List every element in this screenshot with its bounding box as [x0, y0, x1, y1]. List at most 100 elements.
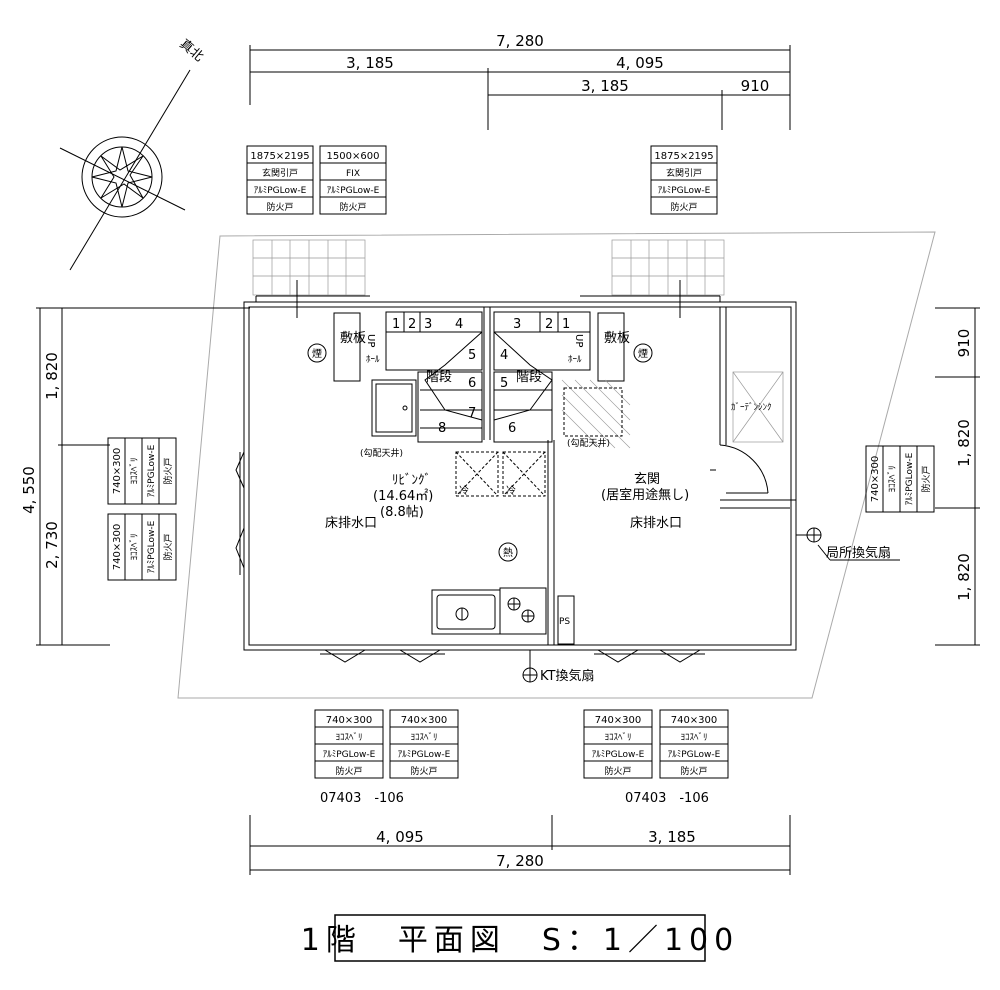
stair-number: 8: [438, 421, 446, 436]
heat-label: 熱: [503, 546, 513, 559]
tag-line: ｱﾙﾐPGLow-E: [398, 750, 451, 760]
stair-number: 5: [500, 376, 508, 391]
left-dimension-lines: [36, 307, 250, 646]
window-tag-top-left-2: 1500×600 FIX ｱﾙﾐPGLow-E 防火戸: [319, 145, 387, 215]
tag-line: 防火戸: [339, 201, 366, 213]
tag-line: 防火戸: [162, 533, 174, 560]
dim-bottom-total: 7, 280: [496, 852, 544, 870]
fan-icon: [796, 527, 900, 561]
tag-line: 740×300: [326, 715, 373, 726]
terrace-left: [252, 239, 366, 296]
terrace-right: [611, 239, 725, 296]
tag-line: ﾖｺｽﾍﾞﾘ: [129, 533, 140, 560]
dim-top-right-sub: 3, 185: [581, 77, 629, 95]
floor-drain-right: 床排水口: [630, 516, 682, 531]
stair-number: 4: [455, 317, 463, 332]
living-area: (14.64㎡): [373, 489, 433, 504]
stair-number: 1: [392, 317, 400, 332]
tag-line: 防火戸: [680, 765, 707, 777]
tag-line: 防火戸: [920, 465, 932, 492]
dim-right-top: 910: [955, 329, 973, 358]
tag-line: ﾖｺｽﾍﾞﾘ: [604, 732, 631, 743]
tag-line: ﾖｺｽﾍﾞﾘ: [335, 732, 362, 743]
dim-bottom-left: 4, 095: [376, 828, 424, 846]
stair-number: 6: [468, 376, 476, 391]
site-boundary: [177, 231, 936, 699]
window-tag-left-upper: 740×300 ﾖｺｽﾍﾞﾘ ｱﾙﾐPGLow-E 防火戸: [107, 437, 177, 505]
kt-fan-label: KT換気扇: [540, 668, 594, 684]
tag-line: 防火戸: [670, 201, 697, 213]
local-fan-label: 局所換気扇: [826, 545, 891, 561]
window-tag-bottom-2: 740×300 ﾖｺｽﾍﾞﾘ ｱﾙﾐPGLow-E 防火戸: [389, 709, 459, 779]
stair-number: 5: [468, 348, 476, 363]
stair-number: 6: [508, 421, 516, 436]
tag-line: ｱﾙﾐPGLow-E: [147, 520, 157, 573]
fridge-label: 冷: [506, 484, 516, 497]
tag-line: 740×300: [112, 524, 123, 571]
board-right: [597, 312, 625, 382]
up-label-left: UP: [365, 334, 376, 347]
tag-line: 1875×2195: [250, 151, 309, 162]
pipe-space: [557, 595, 575, 645]
stair-number: 3: [513, 317, 521, 332]
tag-line: 740×300: [595, 715, 642, 726]
smoke-detector-icon: 煙: [633, 343, 653, 363]
fridge-icon: [455, 451, 499, 497]
up-label-right: UP: [573, 334, 584, 347]
dim-top-right-end: 910: [741, 77, 770, 95]
tag-line: ｱﾙﾐPGLow-E: [254, 186, 307, 196]
smoke-label: 煙: [312, 348, 322, 360]
fridge-label: 冷: [459, 484, 469, 497]
tag-line: ﾖｺｽﾍﾞﾘ: [680, 732, 707, 743]
stair-numbers-right: 3 2 1 4 5 6: [500, 317, 570, 436]
hall-label-right: ﾎｰﾙ: [568, 354, 582, 365]
garden-sink-label: ｶﾞｰﾃﾞﾝｼﾝｸ: [731, 402, 772, 413]
stair-number: 4: [500, 348, 508, 363]
tag-line: FIX: [346, 169, 360, 179]
fridge-area-upper: [563, 387, 623, 437]
bottom-windows: [320, 649, 705, 663]
entrance-door: [710, 444, 769, 494]
tag-line: 防火戸: [604, 765, 631, 777]
kitchen-sink-icon: [431, 589, 501, 635]
tag-line: 740×300: [112, 448, 123, 495]
stair-numbers-left: 1 2 3 4 5 6 7 8: [392, 317, 476, 436]
board-left: [333, 312, 361, 382]
left-windows: [235, 451, 245, 575]
heat-detector-icon: 熱: [498, 542, 518, 562]
garden-sink-icon: [732, 371, 784, 443]
entrance-note: (居室用途無し): [601, 487, 689, 503]
drawing-title: 1階 平面図 S：1／100: [301, 923, 739, 958]
title-box: [334, 914, 706, 962]
dim-bottom-right: 3, 185: [648, 828, 696, 846]
window-tag-right: 740×300 ﾖｺｽﾍﾞﾘ ｱﾙﾐPGLow-E 防火戸: [865, 445, 935, 513]
tag-line: 740×300: [870, 456, 881, 503]
tag-line: 1500×600: [327, 151, 380, 162]
tag-line: ｱﾙﾐPGLow-E: [147, 444, 157, 497]
fan-icon: [522, 650, 538, 683]
tag-line: 1875×2195: [654, 151, 713, 162]
stair-number: 2: [408, 317, 416, 332]
tag-line: ｱﾙﾐPGLow-E: [323, 750, 376, 760]
hall-label-left: ﾎｰﾙ: [366, 354, 380, 365]
stair-number: 7: [468, 406, 476, 421]
tag-line: 防火戸: [410, 765, 437, 777]
tag-line: ﾖｺｽﾍﾞﾘ: [887, 465, 898, 492]
north-label: 真北: [176, 37, 206, 65]
window-tag-top-left-1: 1875×2195 玄関引戸 ｱﾙﾐPGLow-E 防火戸: [246, 145, 314, 215]
stairs-left: [385, 311, 483, 443]
window-tag-bottom-1: 740×300 ﾖｺｽﾍﾞﾘ ｱﾙﾐPGLow-E 防火戸: [314, 709, 384, 779]
sloped-ceiling-2: (勾配天井): [567, 437, 610, 449]
smoke-label: 煙: [638, 348, 648, 360]
tag-line: ﾖｺｽﾍﾞﾘ: [410, 732, 437, 743]
dim-top-left: 3, 185: [346, 54, 394, 72]
dim-left-upper: 1, 820: [43, 352, 61, 400]
stair-number: 2: [545, 317, 553, 332]
living-name: ﾘﾋﾞﾝｸﾞ: [392, 473, 431, 488]
living-tatami: (8.8帖): [380, 505, 424, 520]
window-tag-bottom-3: 740×300 ﾖｺｽﾍﾞﾘ ｱﾙﾐPGLow-E 防火戸: [583, 709, 653, 779]
window-tag-bottom-4: 740×300 ﾖｺｽﾍﾞﾘ ｱﾙﾐPGLow-E 防火戸: [659, 709, 729, 779]
top-dimension-lines: [249, 45, 791, 130]
dim-left-lower: 2, 730: [43, 521, 61, 569]
